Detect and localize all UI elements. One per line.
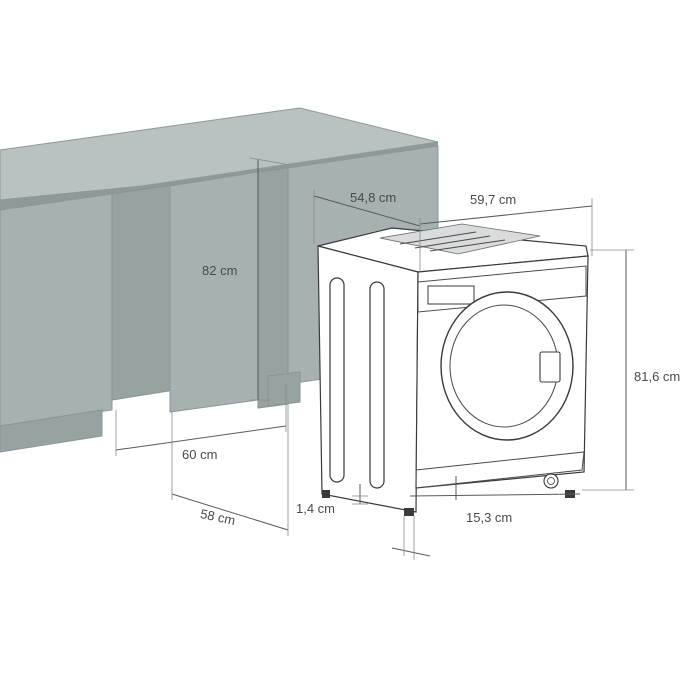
door-handle — [539, 351, 561, 383]
cabinet-right-plinth — [267, 371, 301, 407]
side-slot-right — [369, 281, 385, 489]
cabinet-left-plinth — [0, 409, 103, 453]
foot-left-front — [404, 508, 414, 516]
niche-side-panel — [169, 171, 259, 413]
dim-line-bottom-offset — [391, 547, 431, 557]
label-foot-height: 1,4 cm — [296, 501, 335, 516]
cabinet-left-front — [0, 193, 113, 427]
label-machine-width: 59,7 cm — [470, 192, 516, 207]
label-machine-height: 81,6 cm — [634, 369, 680, 384]
label-niche-depth: 58 cm — [199, 506, 237, 528]
side-slot-left — [329, 277, 345, 483]
dimension-lines — [115, 157, 634, 560]
dim-line-plinth-clearance — [409, 493, 581, 497]
dim-line-machine-depth — [313, 195, 421, 227]
control-panel — [417, 265, 587, 313]
detergent-drawer — [427, 285, 475, 305]
foot-left-rear — [322, 490, 330, 498]
machine-top-ribs — [399, 231, 506, 252]
countertop-front-edge — [0, 142, 438, 210]
label-niche-width: 60 cm — [182, 447, 217, 462]
washing-machine — [317, 223, 589, 516]
dim-line-niche-width — [115, 425, 287, 451]
dim-line-niche-depth — [171, 493, 289, 531]
dimension-labels: 82 cm 60 cm 58 cm 54,8 cm 59,7 cm 81,6 c… — [182, 190, 680, 528]
label-plinth-clearance: 15,3 cm — [466, 510, 512, 525]
dim-line-machine-width — [419, 205, 593, 225]
label-cabinet-height: 82 cm — [202, 263, 237, 278]
machine-base — [415, 451, 585, 489]
cabinet-right-side — [257, 167, 289, 409]
service-cap — [543, 473, 559, 489]
label-machine-depth: 54,8 cm — [350, 190, 396, 205]
